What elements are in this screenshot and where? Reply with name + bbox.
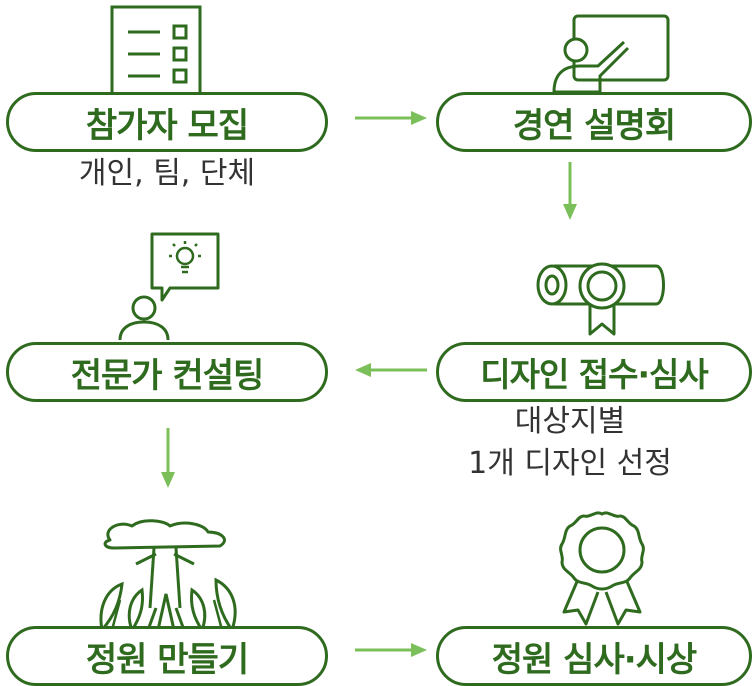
certificate-scroll-icon	[530, 252, 670, 338]
checklist-icon	[108, 4, 204, 105]
step-briefing-pill: 경연 설명회	[436, 92, 752, 152]
step-award-title: 정원 심사·시상	[491, 639, 697, 680]
step-consulting-title: 전문가 컨설팅	[70, 355, 265, 396]
garden-plants-icon	[92, 518, 242, 636]
step-recruit-pill: 참가자 모집	[6, 92, 328, 152]
step-design-review-title: 디자인 접수·심사	[480, 355, 709, 394]
step-recruit-title: 참가자 모집	[85, 105, 249, 146]
step-design-review-subtitle-1: 대상지별	[514, 404, 626, 439]
step-briefing-title: 경연 설명회	[512, 105, 676, 146]
step-garden-build-title: 정원 만들기	[85, 639, 249, 680]
step-design-review-subtitle-2: 1개 디자인 선정	[468, 446, 672, 481]
presenter-icon	[540, 12, 672, 94]
consulting-idea-icon	[112, 230, 222, 342]
arrow-right-2	[355, 640, 427, 660]
award-rosette-icon	[552, 508, 652, 630]
arrow-right-1	[355, 108, 427, 128]
step-consulting-pill: 전문가 컨설팅	[6, 342, 328, 402]
arrow-down-1	[560, 162, 580, 220]
step-design-review-pill: 디자인 접수·심사	[436, 342, 752, 402]
step-recruit-subtitle: 개인, 팀, 단체	[78, 156, 256, 191]
arrow-left-1	[355, 360, 427, 380]
step-award-pill: 정원 심사·시상	[436, 626, 752, 686]
arrow-down-2	[158, 428, 178, 488]
step-garden-build-pill: 정원 만들기	[6, 626, 328, 686]
